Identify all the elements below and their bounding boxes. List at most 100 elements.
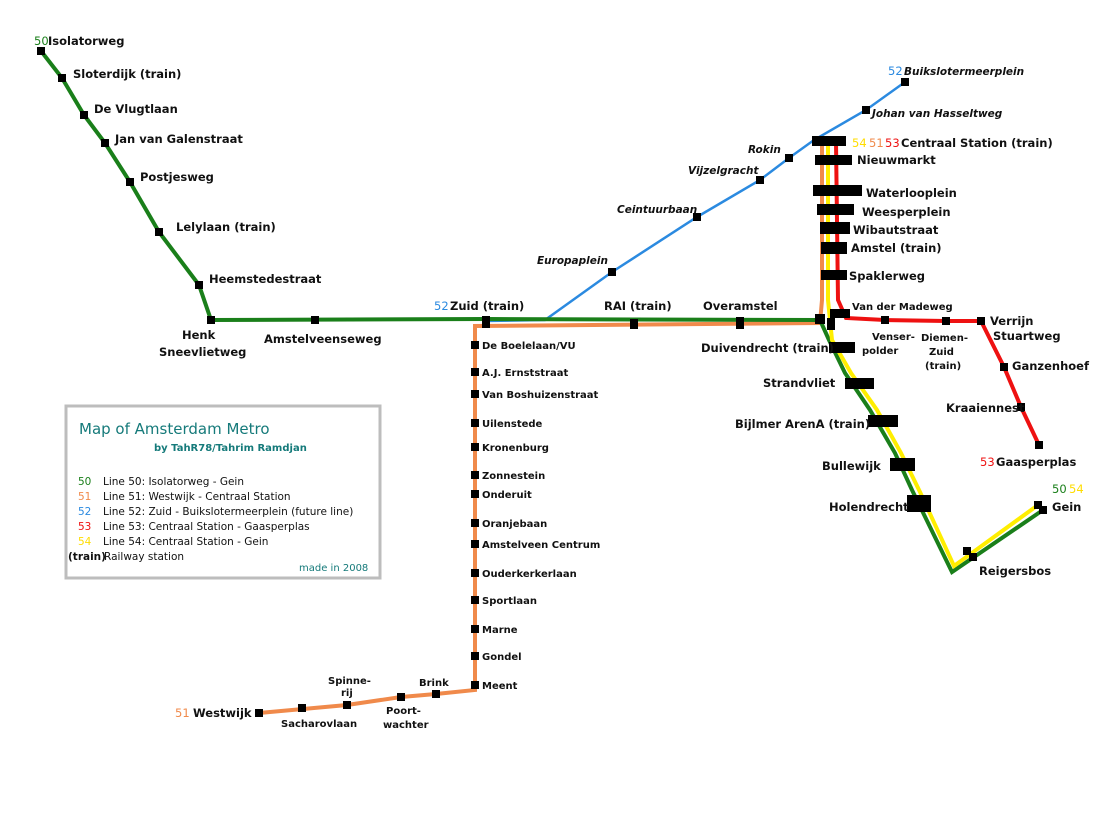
station-marker-wibautstraat[interactable] [820, 222, 850, 234]
station-marker-duivendrecht[interactable] [829, 342, 855, 353]
label-poortwachter-2: wachter [383, 720, 429, 731]
label-gein: Gein [1052, 500, 1081, 514]
station-marker-brink[interactable] [432, 690, 440, 698]
station-marker-oranjebaan[interactable] [471, 519, 479, 527]
station-marker-johan-van-hasseltweg[interactable] [862, 106, 870, 114]
station-marker-europaplein[interactable] [608, 268, 616, 276]
station-marker-uilenstede[interactable] [471, 419, 479, 427]
station-marker-rokin[interactable] [785, 154, 793, 162]
station-marker-gein-b[interactable] [1039, 506, 1047, 514]
legend-train-key: (train) [68, 551, 106, 563]
station-marker-kraaiennest[interactable] [1017, 403, 1025, 411]
station-marker-rai[interactable] [630, 319, 638, 329]
legend-item-53-num: 53 [78, 521, 91, 533]
station-marker-jan-van-galenstraat[interactable] [101, 139, 109, 147]
station-marker-kronenburg[interactable] [471, 443, 479, 451]
station-marker-henk-sneevlietweg[interactable] [207, 316, 215, 324]
label-isolatorweg: Isolatorweg [48, 34, 124, 48]
station-marker-van-boshuizenstraat[interactable] [471, 390, 479, 398]
station-marker-van-der-madeweg-b[interactable] [827, 318, 835, 330]
legend-item-52-num: 52 [78, 506, 91, 518]
label-de-vlugtlaan: De Vlugtlaan [94, 102, 178, 116]
station-marker-heemstedestraat[interactable] [195, 281, 203, 289]
station-marker-junction[interactable] [815, 314, 825, 324]
station-marker-onderuit[interactable] [471, 490, 479, 498]
station-marker-bullewijk[interactable] [890, 458, 915, 471]
label-sloterdijk: Sloterdijk (train) [73, 67, 181, 81]
station-marker-nieuwmarkt[interactable] [815, 155, 852, 165]
station-marker-bijlmer[interactable] [868, 415, 898, 427]
station-marker-de-vlugtlaan[interactable] [80, 111, 88, 119]
label-amstelveenseweg: Amstelveenseweg [264, 332, 382, 346]
station-marker-diemen-zuid[interactable] [942, 317, 950, 325]
station-marker-sportlaan[interactable] [471, 596, 479, 604]
station-marker-spinnerij[interactable] [343, 701, 351, 709]
station-marker-sloterdijk[interactable] [58, 74, 66, 82]
label-postjesweg: Postjesweg [140, 170, 214, 184]
legend-frame [64, 404, 382, 580]
legend-title: Map of Amsterdam Metro [79, 420, 270, 438]
station-marker-isolatorweg[interactable] [37, 47, 45, 55]
line-number-centraal-51: 51 [869, 136, 884, 150]
station-marker-buikslotermeerplein[interactable] [901, 78, 909, 86]
station-marker-ceintuurbaan[interactable] [693, 213, 701, 221]
label-uilenstede: Uilenstede [482, 419, 543, 430]
station-marker-zonnestein[interactable] [471, 471, 479, 479]
station-marker-spaklerweg[interactable] [821, 270, 847, 280]
station-marker-ganzenhoef[interactable] [1000, 363, 1008, 371]
label-weesperplein: Weesperplein [862, 205, 951, 219]
label-spinnerij-1: Spinne- [328, 676, 371, 687]
label-jan-van-galenstraat: Jan van Galenstraat [114, 132, 243, 146]
line-51-route [258, 142, 824, 715]
label-diemen-3: (train) [925, 361, 961, 372]
label-brink: Brink [419, 678, 449, 689]
station-marker-poortwachter[interactable] [397, 693, 405, 701]
line-number-gein-54: 54 [1069, 482, 1084, 496]
station-marker-gaasperplas[interactable] [1035, 441, 1043, 449]
station-marker-de-boelelaan[interactable] [471, 341, 479, 349]
label-marne: Marne [482, 625, 518, 636]
station-marker-ouderkerkerlaan[interactable] [471, 569, 479, 577]
station-marker-sacharovlaan[interactable] [298, 704, 306, 712]
legend-made: made in 2008 [299, 563, 368, 574]
station-marker-amstel[interactable] [821, 242, 847, 254]
station-marker-postjesweg[interactable] [126, 178, 134, 186]
station-marker-venserpolder[interactable] [881, 316, 889, 324]
station-marker-gein-a[interactable] [1034, 501, 1042, 509]
label-gaasperplas: Gaasperplas [996, 455, 1076, 469]
station-marker-vijzelgracht[interactable] [756, 176, 764, 184]
station-marker-reigersbos-a[interactable] [963, 547, 971, 555]
label-venserpolder-2: polder [862, 346, 898, 357]
station-marker-lelylaan[interactable] [155, 228, 163, 236]
label-aj-ernststraat: A.J. Ernststraat [482, 368, 568, 379]
station-marker-marne[interactable] [471, 625, 479, 633]
label-henk-2: Sneevlietweg [159, 345, 246, 359]
station-marker-amstelveen-centrum[interactable] [471, 540, 479, 548]
station-marker-amstelveenseweg[interactable] [311, 316, 319, 324]
legend-item-51-num: 51 [78, 491, 91, 503]
legend-item-51-text: Line 51: Westwijk - Centraal Station [103, 491, 291, 503]
station-marker-reigersbos-b[interactable] [969, 553, 977, 561]
station-marker-centraal[interactable] [812, 136, 846, 146]
station-marker-aj-ernststraat[interactable] [471, 368, 479, 376]
label-meent: Meent [482, 681, 518, 692]
label-strandvliet: Strandvliet [763, 376, 836, 390]
label-onderuit: Onderuit [482, 490, 532, 501]
legend-item-54-text: Line 54: Centraal Station - Gein [103, 536, 268, 548]
station-marker-waterlooplein[interactable] [813, 185, 862, 196]
station-marker-holendrecht[interactable] [907, 495, 931, 512]
station-marker-strandvliet[interactable] [845, 378, 874, 389]
station-marker-van-der-madeweg[interactable] [830, 309, 850, 318]
station-marker-zuid[interactable] [482, 316, 490, 328]
station-marker-verrijn-stuartweg[interactable] [977, 317, 985, 325]
label-poortwachter-1: Poort- [386, 706, 421, 717]
station-marker-gondel[interactable] [471, 652, 479, 660]
label-ganzenhoef: Ganzenhoef [1012, 359, 1090, 373]
line-52-route [484, 80, 906, 323]
station-marker-meent[interactable] [471, 681, 479, 689]
station-marker-overamstel[interactable] [736, 317, 744, 329]
label-spaklerweg: Spaklerweg [849, 269, 925, 283]
station-marker-weesperplein[interactable] [817, 204, 854, 215]
station-marker-westwijk[interactable] [255, 709, 263, 717]
